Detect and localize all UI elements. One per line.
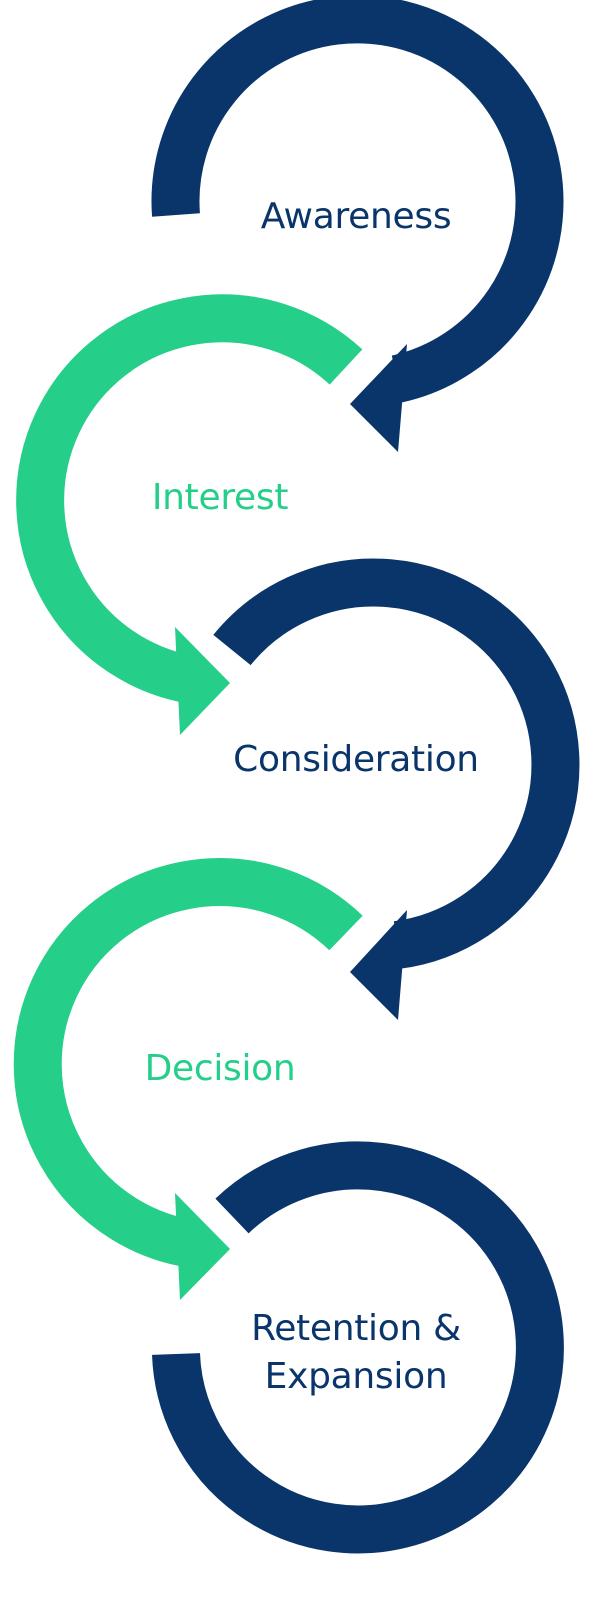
retention-label-line2: Expansion: [265, 1356, 448, 1397]
retention-arc: [152, 1141, 564, 1554]
stage-decision: Decision: [13, 858, 363, 1300]
interest-label: Interest: [152, 477, 289, 518]
awareness-arrowhead: [350, 344, 407, 452]
interest-arrowhead: [175, 627, 230, 735]
retention-label-line1: Retention &: [251, 1308, 461, 1349]
interest-arc: [16, 294, 363, 705]
decision-arc: [13, 858, 363, 1269]
awareness-label: Awareness: [261, 196, 452, 237]
consideration-arc: [213, 558, 580, 969]
stage-awareness: Awareness: [151, 0, 564, 452]
consideration-arrowhead: [350, 910, 407, 1020]
stage-interest: Interest: [16, 294, 363, 735]
decision-label: Decision: [145, 1048, 296, 1089]
stage-retention-expansion: Retention & Expansion: [152, 1141, 564, 1554]
decision-arrowhead: [175, 1193, 230, 1300]
consideration-label: Consideration: [233, 739, 479, 780]
awareness-arc: [151, 0, 564, 403]
stage-consideration: Consideration: [213, 558, 580, 1020]
